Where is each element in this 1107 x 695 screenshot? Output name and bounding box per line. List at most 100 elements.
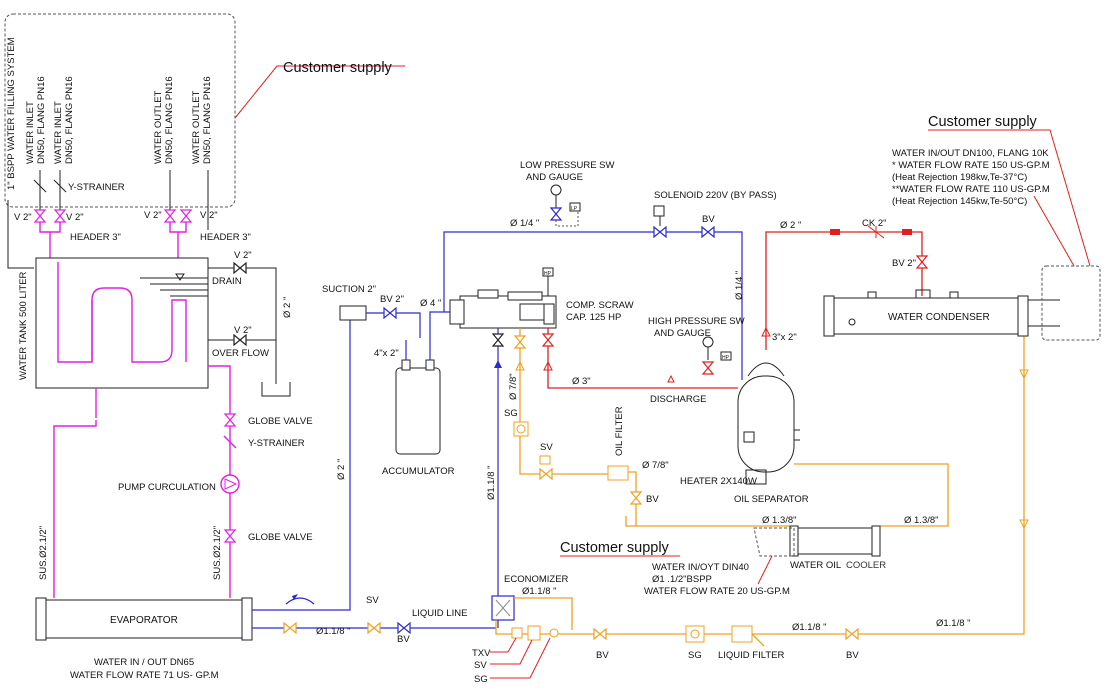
water-inlet-2-label: WATER INLET xyxy=(53,101,64,164)
bspp-filling-label: 1" BSPP WATER FILLING SYSTEM xyxy=(6,37,17,190)
evaporator-liquid-line: SV BV Ø1.1/8 " LIQUID LINE xyxy=(252,595,496,645)
lp-tag: LP xyxy=(571,206,578,212)
ck2-label: CK 2" xyxy=(862,218,887,229)
water-inlet-2-spec: DN50, FLANG PN16 xyxy=(64,76,75,164)
cond-water-label-5: (Heat Rejection 145kw,Te-50°C) xyxy=(892,196,1027,207)
sg-left-label: SG xyxy=(504,408,518,419)
low-pressure-label-2: AND GAUGE xyxy=(526,172,583,183)
water-oil-cooler: WATER OIL COOLER Customer supply WATER I… xyxy=(560,525,886,597)
evaporator: EVAPORATOR WATER IN / OUT DN65 WATER FLO… xyxy=(35,597,253,681)
comp-label-1: COMP. SCRAW xyxy=(566,300,634,311)
txv-label: TXV xyxy=(472,648,491,659)
bv2-red-label: BV 2" xyxy=(892,258,916,269)
sv-evap-label: SV xyxy=(366,595,379,606)
four-by-two-label: 4"x 2" xyxy=(374,348,399,359)
dia118-vertical-label: Ø1.1/8 " xyxy=(486,465,497,500)
water-inlet-1-spec: DN50, FLANG PN16 xyxy=(36,76,47,164)
y-strainer-mid-label: Y-STRAINER xyxy=(248,438,305,449)
dia2-red-label: Ø 2 " xyxy=(780,220,801,231)
y-strainer-top-label: Y-STRAINER xyxy=(68,182,125,193)
dia2-suction-label: Ø 2 " xyxy=(336,459,347,480)
v2-overflow-label: V 2" xyxy=(234,325,252,336)
bv-bottom-2-label: BV xyxy=(846,650,859,661)
header-right-label: HEADER 3" xyxy=(200,232,251,243)
water-condenser: WATER CONDENSER xyxy=(823,289,1060,337)
high-pressure-label-2: AND GAUGE xyxy=(654,328,711,339)
sg-econ-label: SG xyxy=(474,674,488,685)
globe-valve-bottom-label: GLOBE VALVE xyxy=(248,532,313,543)
drain-overflow: V 2" DRAIN V 2" OVER FLOW Ø 2 " xyxy=(208,250,293,397)
discharge-line: Ø 3" DISCHARGE HP HIGH PRESSURE SW AND G… xyxy=(542,316,745,405)
dia4-label: Ø 4 " xyxy=(420,298,441,309)
bv-evap-label: BV xyxy=(397,634,410,645)
suction-group: SUCTION 2" BV 2" Ø 4 " 4"x 2" Ø 2 " xyxy=(322,284,441,480)
cond-water-label-3: (Heat Rejection 198kw,Te-37°C) xyxy=(892,172,1027,183)
solenoid-label: SOLENOID 220V (BY PASS) xyxy=(654,190,777,201)
water-oil-cooler-label-b: COOLER xyxy=(846,560,886,571)
header-left-label: HEADER 3" xyxy=(70,232,121,243)
oil-separator-label: OIL SEPARATOR xyxy=(734,494,809,505)
header-left-pipe xyxy=(39,222,61,260)
liquid-filter-label: LIQUID FILTER xyxy=(718,650,784,661)
dia3-label: Ø 3" xyxy=(572,376,591,387)
water-tank-label: WATER TANK 500 LITER xyxy=(18,271,29,380)
bypass-line: LP LOW PRESSURE SW AND GAUGE Ø 1/4 " SOL… xyxy=(443,160,777,380)
economizer: ECONOMIZER Ø1.1/8 " TXV SV SG BV SG LIQU… xyxy=(472,330,1029,685)
cond-water-label-1: WATER IN/OUT DN100, FLANG 10K xyxy=(892,148,1049,159)
hp-tag-2: HP xyxy=(722,355,730,361)
water-condenser-label: WATER CONDENSER xyxy=(888,312,990,323)
oyt-label-2: Ø1 .1/2"BSPP xyxy=(652,574,712,585)
header-right-pipe xyxy=(169,222,187,260)
dia118-econ-label: Ø1.1/8 " xyxy=(522,586,557,597)
bv-solenoid-label: BV xyxy=(702,214,715,225)
pump-line: GLOBE VALVE Y-STRAINER PUMP CURCULATION … xyxy=(118,365,313,598)
overflow-label: OVER FLOW xyxy=(212,348,269,359)
dia78-oil-label: Ø 7/8" xyxy=(642,460,669,471)
dia118-bottom-label: Ø1.1/8 " xyxy=(792,622,827,633)
heater-label: HEATER 2X140W xyxy=(680,476,757,487)
suction-label: SUCTION 2" xyxy=(322,284,376,295)
v2-label-2: V 2" xyxy=(66,212,84,223)
water-inlet-1-label: WATER INLET xyxy=(25,101,36,164)
v2-label-1: V 2" xyxy=(14,212,32,223)
condenser-inlet-line: Ø 2 " CK 2" BV 2" xyxy=(780,218,928,269)
dia118-bottom-right-label: Ø1.1/8 " xyxy=(936,618,971,629)
water-outlet-1-spec: DN50, FLANG PN16 xyxy=(164,76,175,164)
water-outlet-1-label: WATER OUTLET xyxy=(153,90,164,164)
accumulator: ACCUMULATOR xyxy=(382,311,460,477)
water-outlet-2-label: WATER OUTLET xyxy=(191,90,202,164)
v2-label-3: V 2" xyxy=(144,210,162,221)
evaporator-label: EVAPORATOR xyxy=(110,615,178,626)
pump-label: PUMP CURCULATION xyxy=(118,482,216,493)
cond-water-label-4: **WATER FLOW RATE 110 US-GP.M xyxy=(892,184,1050,195)
customer-supply-box-right: Customer supply WATER IN/OUT DN100, FLAN… xyxy=(892,114,1101,341)
sus-right-label: SUS.Ø2.1/2" xyxy=(212,526,223,580)
sv-oil-label: SV xyxy=(540,442,553,453)
filling-line xyxy=(7,200,34,269)
bv-oil-label: BV xyxy=(646,494,659,505)
dia138-right-label: Ø 1.3/8" xyxy=(904,515,939,526)
evap-water-label-1: WATER IN / OUT DN65 xyxy=(94,657,194,668)
economizer-label: ECONOMIZER xyxy=(504,574,569,585)
dia78-comp-label: Ø 7/8" xyxy=(508,373,519,400)
cond-water-label-2: * WATER FLOW RATE 150 US-GP.M xyxy=(892,160,1050,171)
v2-label-4: V 2" xyxy=(200,210,218,221)
liquid-line-label: LIQUID LINE xyxy=(412,608,467,619)
three-by-two-label: 3"x 2" xyxy=(772,332,797,343)
oyt-label-1: WATER IN/OYT DIN40 xyxy=(652,562,749,573)
bv2-suction-label: BV 2" xyxy=(380,294,404,305)
sv-econ-label: SV xyxy=(474,660,487,671)
v2-drain-label: V 2" xyxy=(234,250,252,261)
oyt-label-3: WATER FLOW RATE 20 US-GP.M xyxy=(644,586,790,597)
dia2-tank-label: Ø 2 " xyxy=(282,297,293,318)
tank-inlet-valves xyxy=(34,209,192,223)
customer-supply-label-bottom: Customer supply xyxy=(560,540,670,556)
customer-supply-label-right: Customer supply xyxy=(928,114,1038,130)
tank-to-evaporator-pipe xyxy=(53,420,97,598)
accumulator-label: ACCUMULATOR xyxy=(382,466,455,477)
water-tank: WATER TANK 500 LITER xyxy=(18,257,209,389)
bv-bottom-1-label: BV xyxy=(596,650,609,661)
oil-return-line: Ø 7/8" SG SV OIL FILTER Ø 7/8" BV Ø 1.3/… xyxy=(504,328,949,527)
dia14-right-label: Ø 1/4 " xyxy=(734,271,745,300)
